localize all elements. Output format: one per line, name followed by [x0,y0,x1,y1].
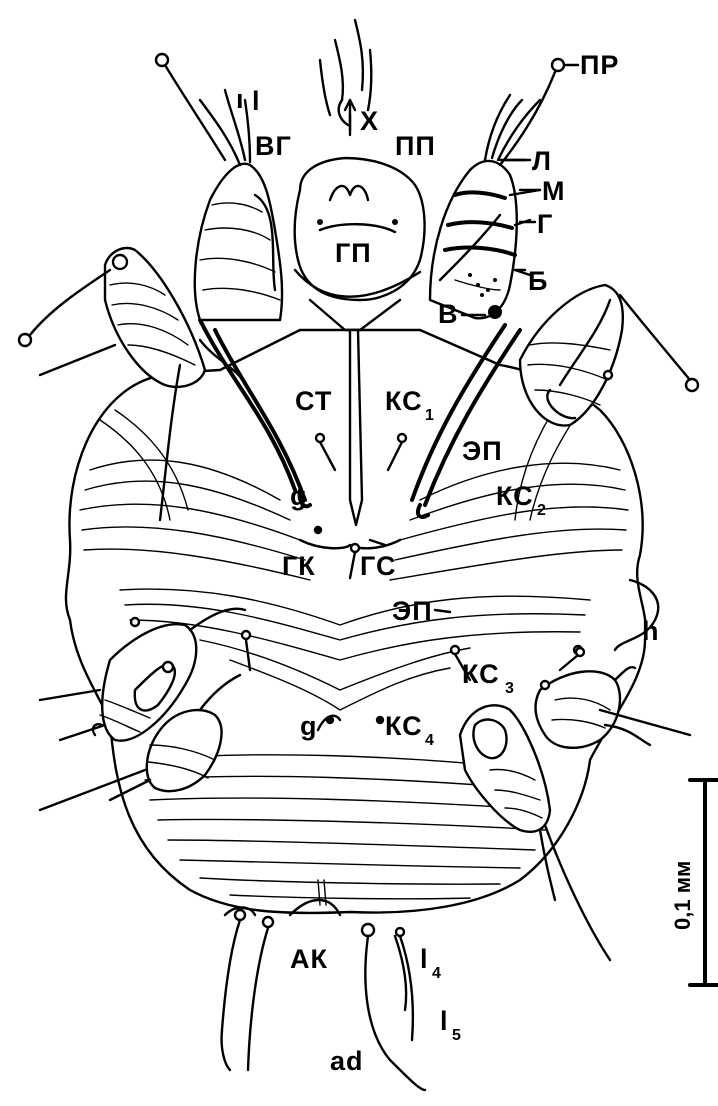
label-ks4-sub: 4 [425,732,434,749]
label-x: Х [360,106,379,136]
leg-II-right [520,285,698,426]
label-l5: l [440,1006,449,1036]
label-gk: ГК [282,551,316,581]
label-vg: ВГ [255,131,292,161]
label-ks3-sub: 3 [505,680,514,697]
label-pr: ПР [580,50,619,80]
label-ks2: КС [496,481,534,511]
label-ks1: КС [385,386,423,416]
label-ks1-sub: 1 [425,407,434,424]
label-b: Б [528,266,548,296]
label-g: Г [537,209,553,239]
label-ks2-sub: 2 [537,502,546,519]
label-g-upper: g [290,481,308,511]
label-v: В [438,299,459,329]
label-l1-mark: ı [236,84,245,114]
label-ak: АК [290,944,328,974]
label-ad: ad [330,1046,364,1076]
label-g-lower: g [300,711,318,741]
label-gp: ГП [335,238,372,268]
label-l: Л [532,146,552,176]
label-ep-upper: ЭП [462,436,503,466]
label-l4: l [420,944,429,974]
label-ks3: КС [462,659,500,689]
label-l1: l [252,86,261,116]
label-ks4: КС [385,711,423,741]
label-ep-lower: ЭП [392,596,433,626]
label-m: М [542,176,566,206]
label-l4-sub: 4 [432,965,441,982]
label-h: h [642,616,660,646]
scale-bar-label: 0,1 мм [670,861,695,930]
label-gs: ГС [360,551,396,581]
label-pp: ПП [395,131,436,161]
label-st: СТ [295,386,332,416]
leg-I-left [156,54,282,320]
label-l5-sub: 5 [452,1027,461,1044]
